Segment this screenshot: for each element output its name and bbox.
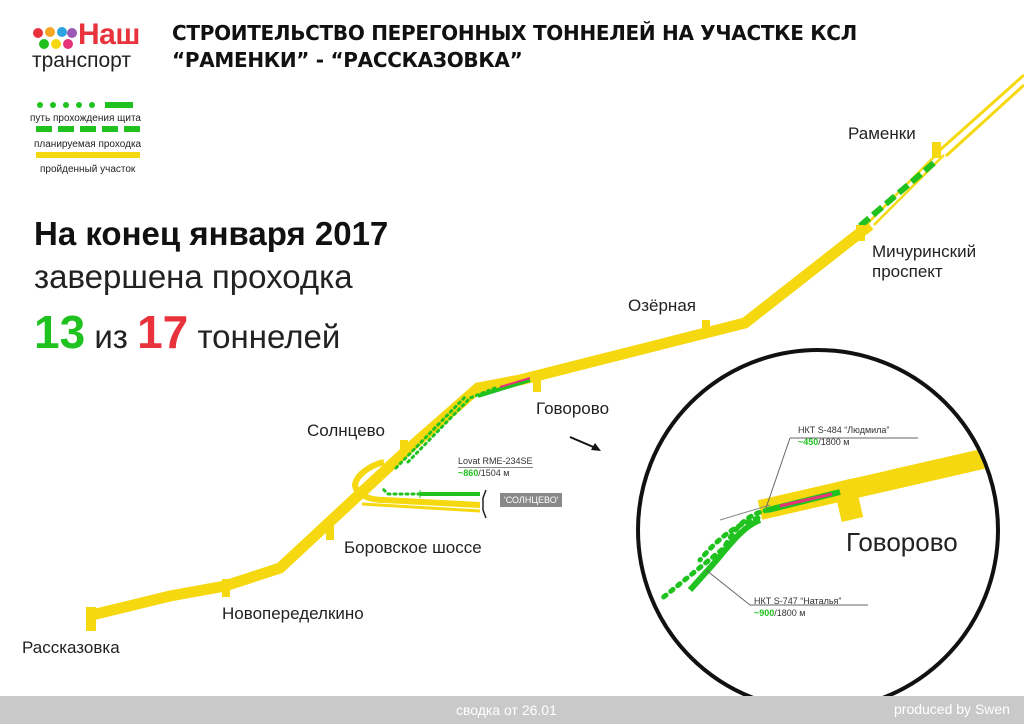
legend-label-planned: планируемая проходка <box>34 139 142 150</box>
logo-icon <box>33 27 77 49</box>
solntsevo-depot-tag: 'СОЛНЦЕВО' <box>500 493 563 507</box>
station-michurinsky-line2: проспект <box>872 262 943 281</box>
station-michurinsky: Мичуринский проспект <box>872 242 976 282</box>
legend-label-done: пройденный участок <box>40 164 136 175</box>
logo-subtitle: транспорт <box>32 49 131 72</box>
station-rasskazovka: Рассказовка <box>22 638 120 657</box>
page-title-line2: “РАМЕНКИ” - “РАССКАЗОВКА” <box>172 48 523 72</box>
summary-of: из <box>94 318 128 355</box>
inset-station-govorovo: Говорово <box>846 527 958 557</box>
legend-label-shield-path: путь прохождения щита <box>30 113 141 124</box>
summary-count: 13 из 17 тоннелей <box>34 306 340 363</box>
shield-lyudmila-name: НКТ S-484 “Людмила” <box>798 425 890 435</box>
shield-lovat-progress: ~860/1504 м <box>458 468 533 479</box>
station-ticks <box>86 142 941 631</box>
shield-natalya-done: ~900 <box>754 608 775 618</box>
shield-lovat-total: /1504 м <box>478 468 510 478</box>
tunnels-total: 17 <box>137 306 189 358</box>
shield-lyudmila-done: ~450 <box>798 437 819 447</box>
footer-bar <box>0 696 1024 724</box>
shield-lovat-name: Lovat RME-234SE <box>458 456 533 468</box>
station-ramenki: Раменки <box>848 124 916 143</box>
govorovo-shield-path <box>394 377 531 470</box>
shield-lovat-done: ~860 <box>458 468 479 478</box>
footer-credit: produced by Swen <box>894 701 1010 717</box>
depot-branch <box>351 459 487 519</box>
station-borovskoe: Боровское шоссе <box>344 538 482 557</box>
shield-lyudmila-total: /1800 м <box>818 437 850 447</box>
station-novoperedelkino: Новопеределкино <box>222 604 364 623</box>
shield-lyudmila-progress: ~450/1800 м <box>798 436 889 448</box>
page-title-line1: СТРОИТЕЛЬСТВО ПЕРЕГОННЫХ ТОННЕЛЕЙ НА УЧА… <box>172 21 857 45</box>
shield-natalya-name: НКТ S-747 “Наталья” <box>754 596 842 606</box>
logo-title: Наш <box>78 18 140 51</box>
footer-date: сводка от 26.01 <box>456 702 557 718</box>
tunnels-done: 13 <box>34 306 86 358</box>
station-ozernaya: Озёрная <box>628 296 696 315</box>
shield-natalya-total: /1800 м <box>774 608 806 618</box>
summary-unit: тоннелей <box>197 318 341 355</box>
legend-shield-path-swatch <box>37 102 133 108</box>
summary-date: На конец января 2017 <box>34 215 389 252</box>
shield-natalya-label: НКТ S-747 “Наталья” ~900/1800 м <box>754 595 841 619</box>
station-govorovo: Говорово <box>536 399 610 418</box>
shield-lyudmila-label: НКТ S-484 “Людмила” ~450/1800 м <box>798 424 889 448</box>
arrow-icon <box>569 436 601 451</box>
shield-natalya-progress: ~900/1800 м <box>754 607 841 619</box>
station-michurinsky-line1: Мичуринский <box>872 242 977 261</box>
summary-caption: завершена проходка <box>34 258 353 295</box>
page-title: СТРОИТЕЛЬСТВО ПЕРЕГОННЫХ ТОННЕЛЕЙ НА УЧА… <box>172 20 857 74</box>
station-solntsevo: Солнцево <box>307 421 385 440</box>
inset-zoom <box>636 348 1000 712</box>
shield-lovat-label: Lovat RME-234SE ~860/1504 м <box>458 456 533 479</box>
